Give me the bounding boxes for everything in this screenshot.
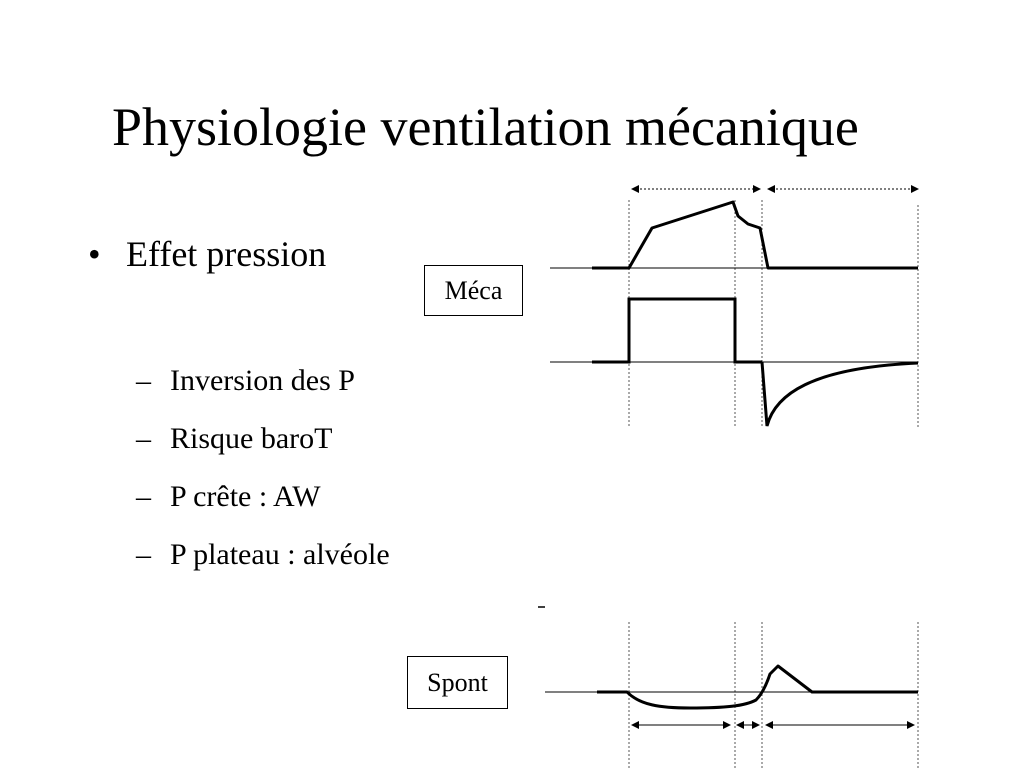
subitem-marker: – — [136, 422, 151, 455]
flow-square-curve — [592, 297, 762, 364]
subitem-marker: – — [136, 538, 151, 571]
meca-label: Méca — [424, 265, 523, 316]
subitem-text: Risque baroT — [170, 422, 333, 455]
subitem-text: P crête : AW — [170, 480, 321, 513]
spont-label: Spont — [407, 656, 508, 709]
subitem-marker: – — [136, 364, 151, 397]
bullet-marker: • — [88, 234, 101, 274]
spont-curve — [597, 664, 918, 710]
subitem-text: Inversion des P — [170, 364, 355, 397]
subitem-marker: – — [136, 480, 151, 513]
flow-expiration-curve — [760, 361, 919, 427]
bullet-text: Effet pression — [126, 234, 327, 274]
slide-title: Physiologie ventilation mécanique — [112, 97, 859, 157]
subitem-text: P plateau : alvéole — [170, 538, 390, 571]
pressure-curve — [592, 200, 918, 270]
